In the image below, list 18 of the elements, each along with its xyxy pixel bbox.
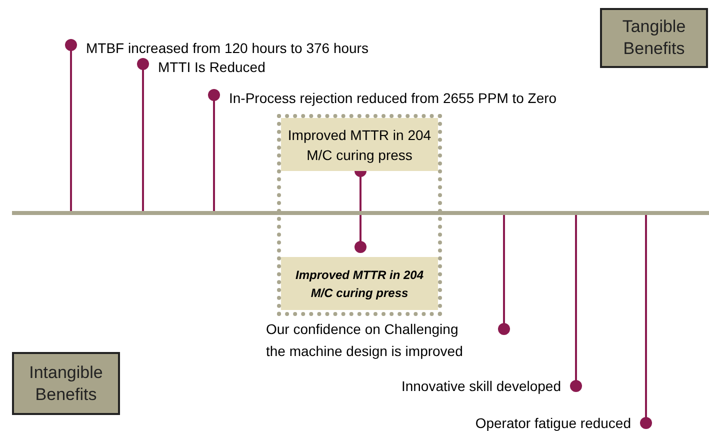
benefit-text: Our confidence on Challenging the machine design is improved — [266, 320, 464, 361]
benefit-text: MTTI Is Reduced — [158, 58, 266, 77]
stem-line — [65, 39, 77, 211]
benefit-text: MTBF increased from 120 hours to 376 hours — [86, 39, 368, 58]
benefit-text: In-Process rejection reduced from 2655 PPM to Zero — [229, 89, 557, 108]
category-box: Intangible Benefits — [12, 352, 120, 415]
stem-line — [640, 215, 652, 429]
highlight-box: Improved MTTR in 204 M/C curing press — [281, 257, 438, 310]
timeline-axis — [12, 211, 709, 215]
stem-line — [208, 89, 220, 211]
benefit-text: Operator fatigue reduced — [475, 414, 631, 431]
stem-line — [570, 215, 582, 392]
stem-line — [137, 58, 149, 211]
category-box: Tangible Benefits — [600, 8, 708, 68]
highlight-box: Improved MTTR in 204 M/C curing press — [281, 118, 438, 171]
stem-line — [498, 215, 510, 335]
dashed-frame — [277, 114, 442, 316]
benefit-text: Innovative skill developed — [401, 377, 561, 396]
